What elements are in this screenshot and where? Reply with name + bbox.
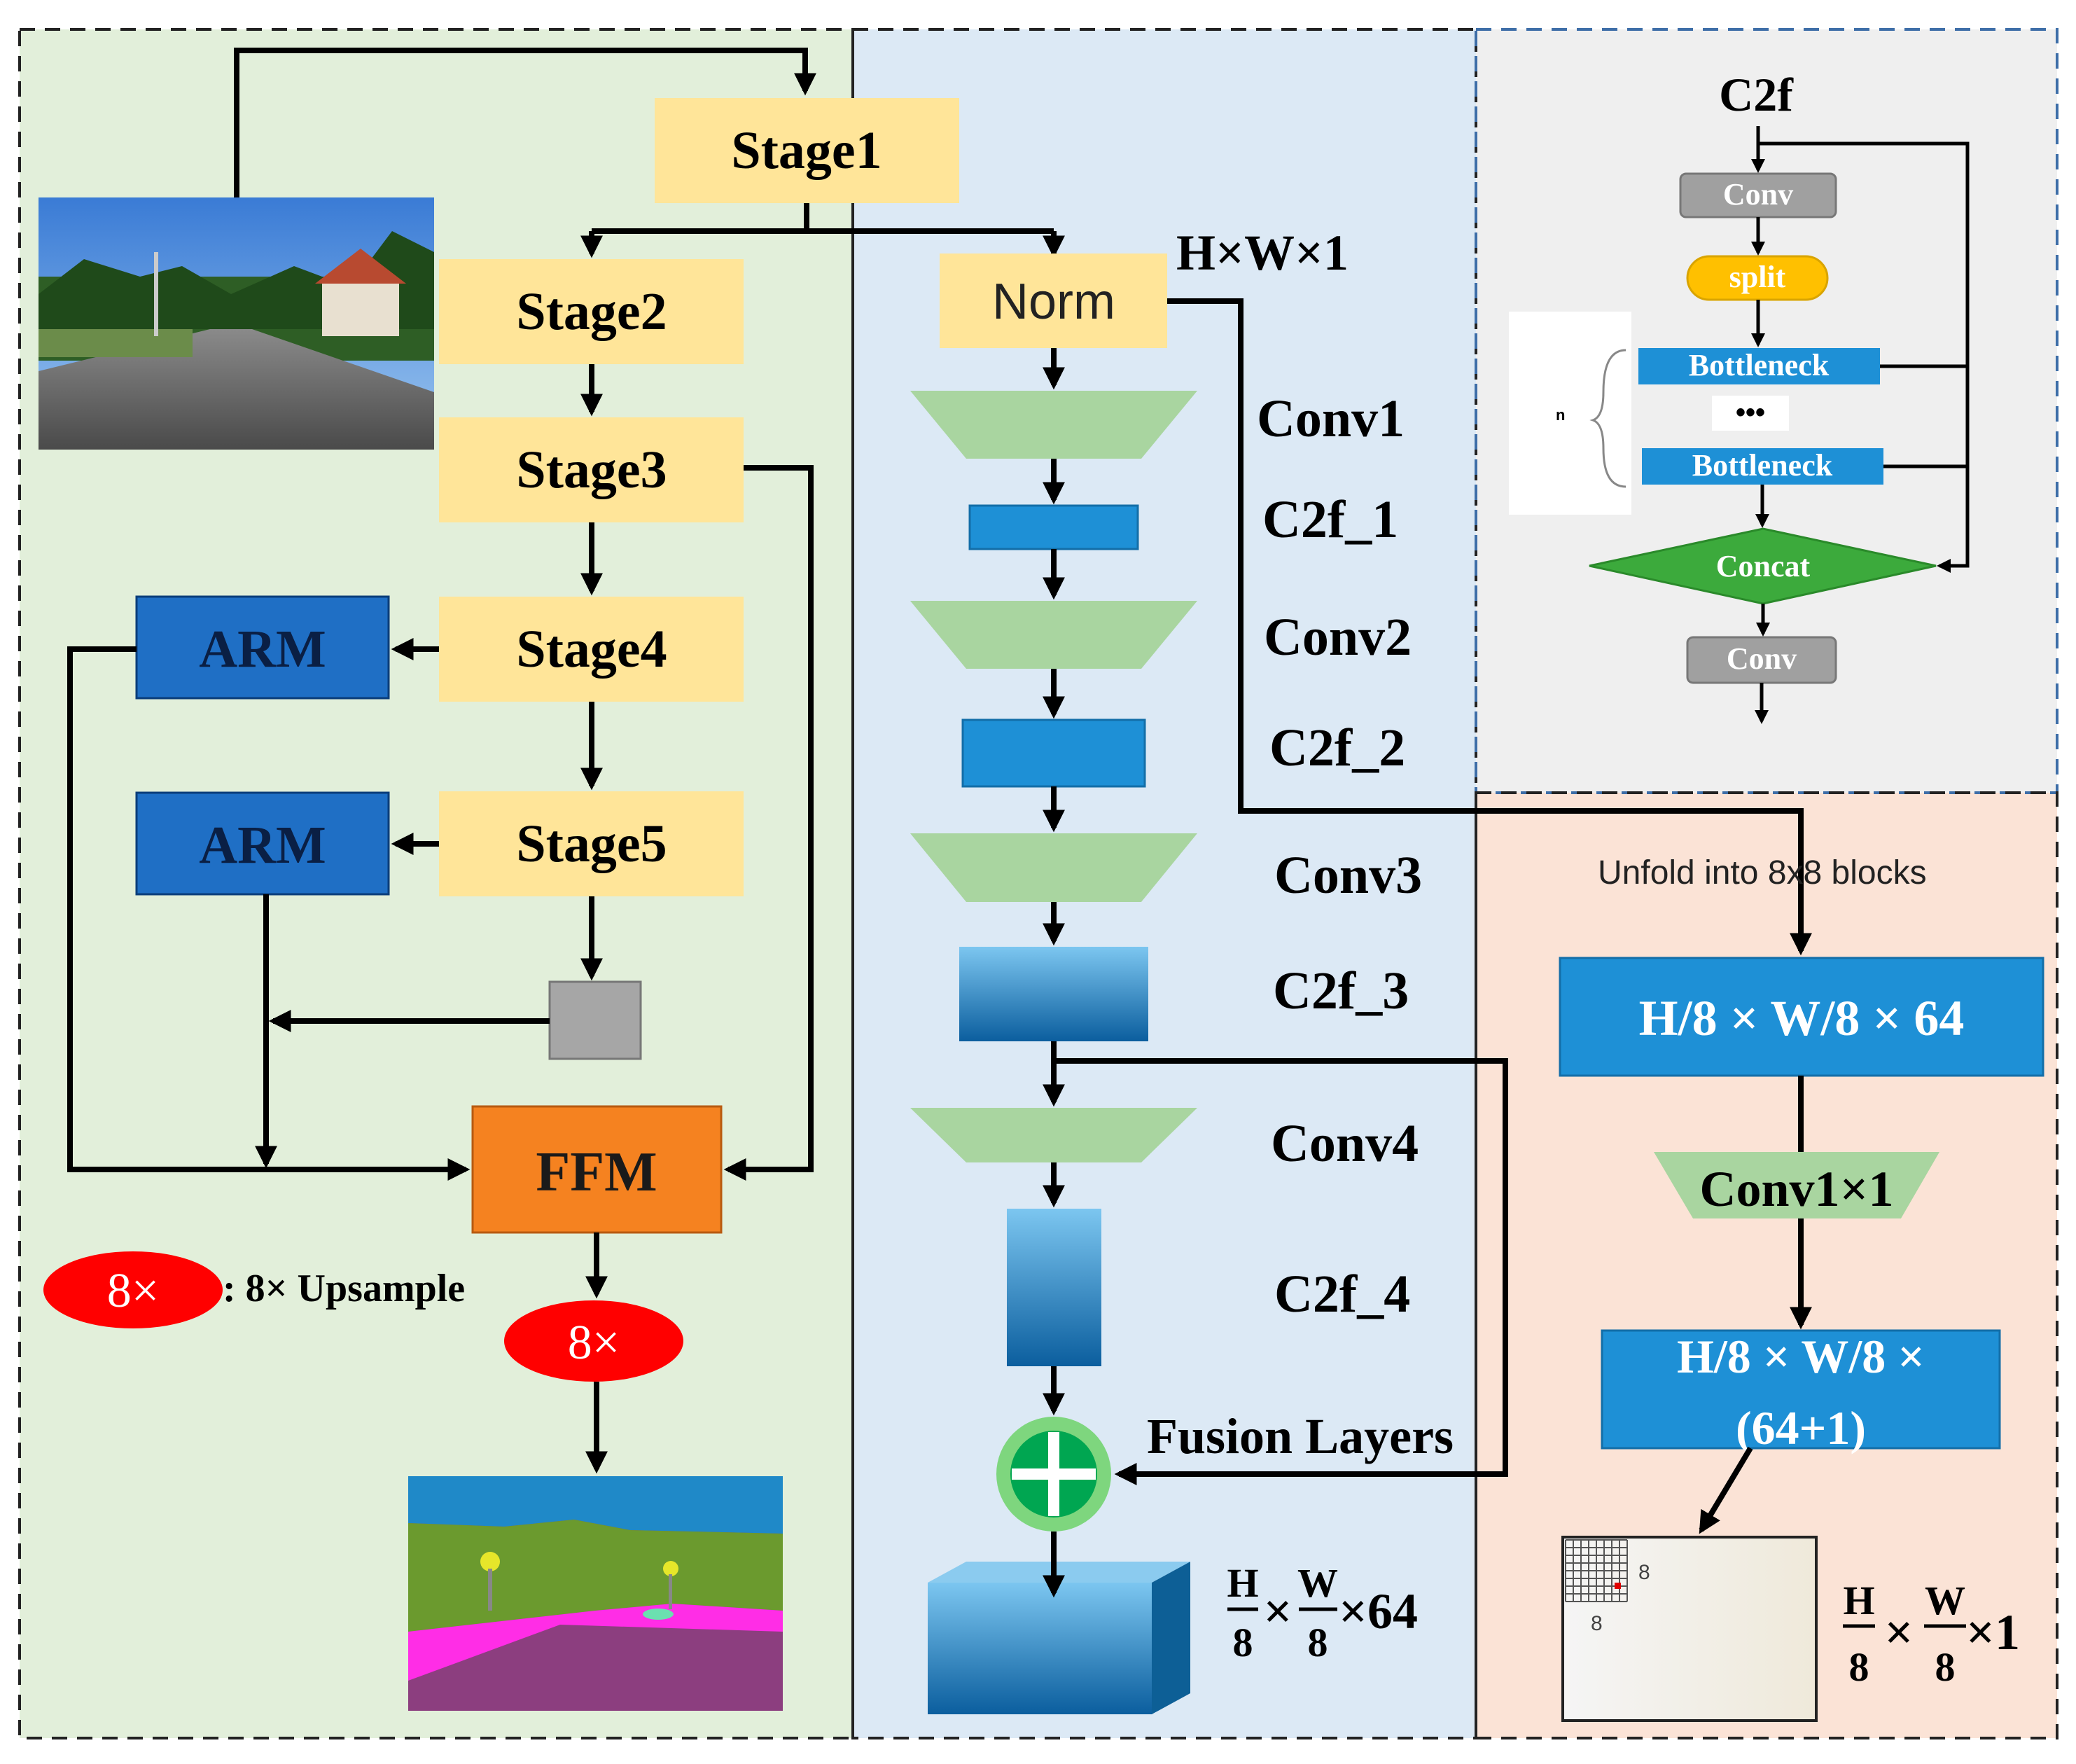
layer-label-c2f-4: C2f_4: [1274, 1265, 1410, 1324]
middle-output-shape: H 8 × W 8 ×64: [1227, 1560, 1418, 1665]
conv1-trapezoid: [910, 391, 1197, 459]
middle-shape-w: W: [1297, 1560, 1338, 1606]
arm-box-2: [135, 791, 390, 896]
upsample-badge: [504, 1300, 683, 1382]
middle-shape-w-den: 8: [1308, 1620, 1328, 1665]
fusion-add-icon: [996, 1417, 1111, 1532]
c2f-3-block: [959, 947, 1148, 1041]
dct-shape-times: ×: [1884, 1604, 1913, 1660]
c2f-title: C2f: [1719, 68, 1794, 121]
stage3-label: Stage3: [516, 440, 667, 499]
c2f-bottleneck-2-label: Bottleneck: [1692, 448, 1833, 482]
dct-output-shape: H 8 × W 8 ×1: [1843, 1578, 2020, 1690]
upsample-legend-badge: [43, 1251, 223, 1328]
conv1x1-trapezoid: [1654, 1152, 1939, 1218]
layer-label-conv2: Conv2: [1264, 608, 1412, 667]
stage1-box: [655, 98, 959, 203]
c2f-2-block: [961, 718, 1146, 788]
arm-label-2: ARM: [199, 816, 326, 875]
input-road-image: [39, 197, 434, 450]
layer-label-conv3: Conv3: [1274, 846, 1422, 905]
dct-shape-h-den: 8: [1849, 1644, 1869, 1690]
stage4-box: [439, 597, 744, 702]
stage1-label: Stage1: [731, 121, 882, 180]
c2f-dots: •••: [1736, 397, 1765, 428]
upsample-legend-badge-label: 8×: [107, 1264, 159, 1318]
c2f-concat-label: Concat: [1716, 549, 1811, 583]
layer-label-conv1: Conv1: [1257, 389, 1405, 448]
left-connectors: [67, 48, 1065, 1474]
c2f-bottleneck-1: [1638, 348, 1880, 384]
middle-shape-h: H: [1227, 1560, 1258, 1606]
block-shape-label: H/8 × W/8 × 64: [1639, 990, 1965, 1046]
c2f-bottleneck-2: [1642, 448, 1883, 485]
middle-connectors: [1043, 298, 1812, 1598]
dct-shape-h: H: [1843, 1578, 1874, 1623]
dct-shape-w-den: 8: [1935, 1644, 1956, 1690]
c2f-split-label: split: [1729, 260, 1786, 294]
fusion-layers-label: Fusion Layers: [1147, 1408, 1454, 1464]
c2f-conv-top-label: Conv: [1723, 177, 1793, 211]
dct-shape-tail: ×1: [1966, 1604, 2020, 1660]
block-shape-box: [1559, 957, 2044, 1077]
c2f-white-note-box: [1509, 312, 1631, 515]
stage3-box: [439, 417, 744, 522]
unfold-label: Unfold into 8x8 blocks: [1598, 854, 1927, 891]
conv3-trapezoid: [910, 833, 1197, 902]
c2f-brace: [1589, 349, 1626, 488]
middle-shape-times: ×: [1263, 1583, 1292, 1639]
norm-shape-label: H×W×1: [1176, 225, 1349, 281]
norm-label: Norm: [992, 274, 1115, 330]
block-grid-output: 8 8: [1561, 1536, 1818, 1722]
block-shape2-line2: (64+1): [1736, 1401, 1866, 1454]
c2f-dots-box: [1712, 396, 1789, 431]
middle-shape-h-den: 8: [1233, 1620, 1253, 1665]
dct-shape-w: W: [1925, 1578, 1965, 1623]
grid-label-bottom: 8: [1591, 1612, 1603, 1635]
upsample-legend-text: : 8× Upsample: [223, 1267, 465, 1310]
stage5-label: Stage5: [516, 814, 667, 873]
c2f-1-block: [968, 504, 1139, 550]
output-feature-cube: [928, 1562, 1190, 1714]
c2f-4-block: [1007, 1209, 1101, 1366]
middle-shape-tail: ×64: [1339, 1583, 1418, 1639]
arm-label-1: ARM: [199, 620, 326, 679]
c2f-bottleneck-1-label: Bottleneck: [1689, 348, 1830, 382]
grid-label-right: 8: [1638, 1561, 1650, 1584]
c2f-connectors: [1751, 126, 1970, 724]
c2f-n-label: n: [1556, 406, 1565, 424]
ffm-box: [471, 1105, 723, 1234]
block-shape2-box: [1601, 1329, 2001, 1450]
stage4-label: Stage4: [516, 620, 667, 679]
stage2-label: Stage2: [516, 282, 667, 341]
stage5-box: [439, 791, 744, 896]
layer-label-c2f-2: C2f_2: [1269, 718, 1405, 777]
conv4-trapezoid: [910, 1108, 1197, 1162]
ffm-label: FFM: [536, 1141, 657, 1203]
global-pool-box: [548, 980, 642, 1060]
dct-connectors: [1699, 1076, 1812, 1534]
upsample-badge-label: 8×: [568, 1316, 620, 1370]
norm-box: [940, 254, 1167, 348]
layer-label-c2f-3: C2f_3: [1273, 961, 1409, 1020]
block-shape2-line1: H/8 × W/8 ×: [1677, 1330, 1925, 1383]
layer-label-conv4: Conv4: [1271, 1114, 1419, 1173]
c2f-concat: [1589, 527, 1937, 605]
segmentation-output-image: [408, 1476, 783, 1711]
conv2-trapezoid: [910, 601, 1197, 669]
stage2-box: [439, 259, 744, 364]
c2f-conv-bottom-label: Conv: [1727, 641, 1797, 676]
layer-label-c2f-1: C2f_1: [1262, 490, 1398, 549]
arm-box-1: [135, 595, 390, 700]
conv1x1-label: Conv1×1: [1699, 1161, 1893, 1217]
